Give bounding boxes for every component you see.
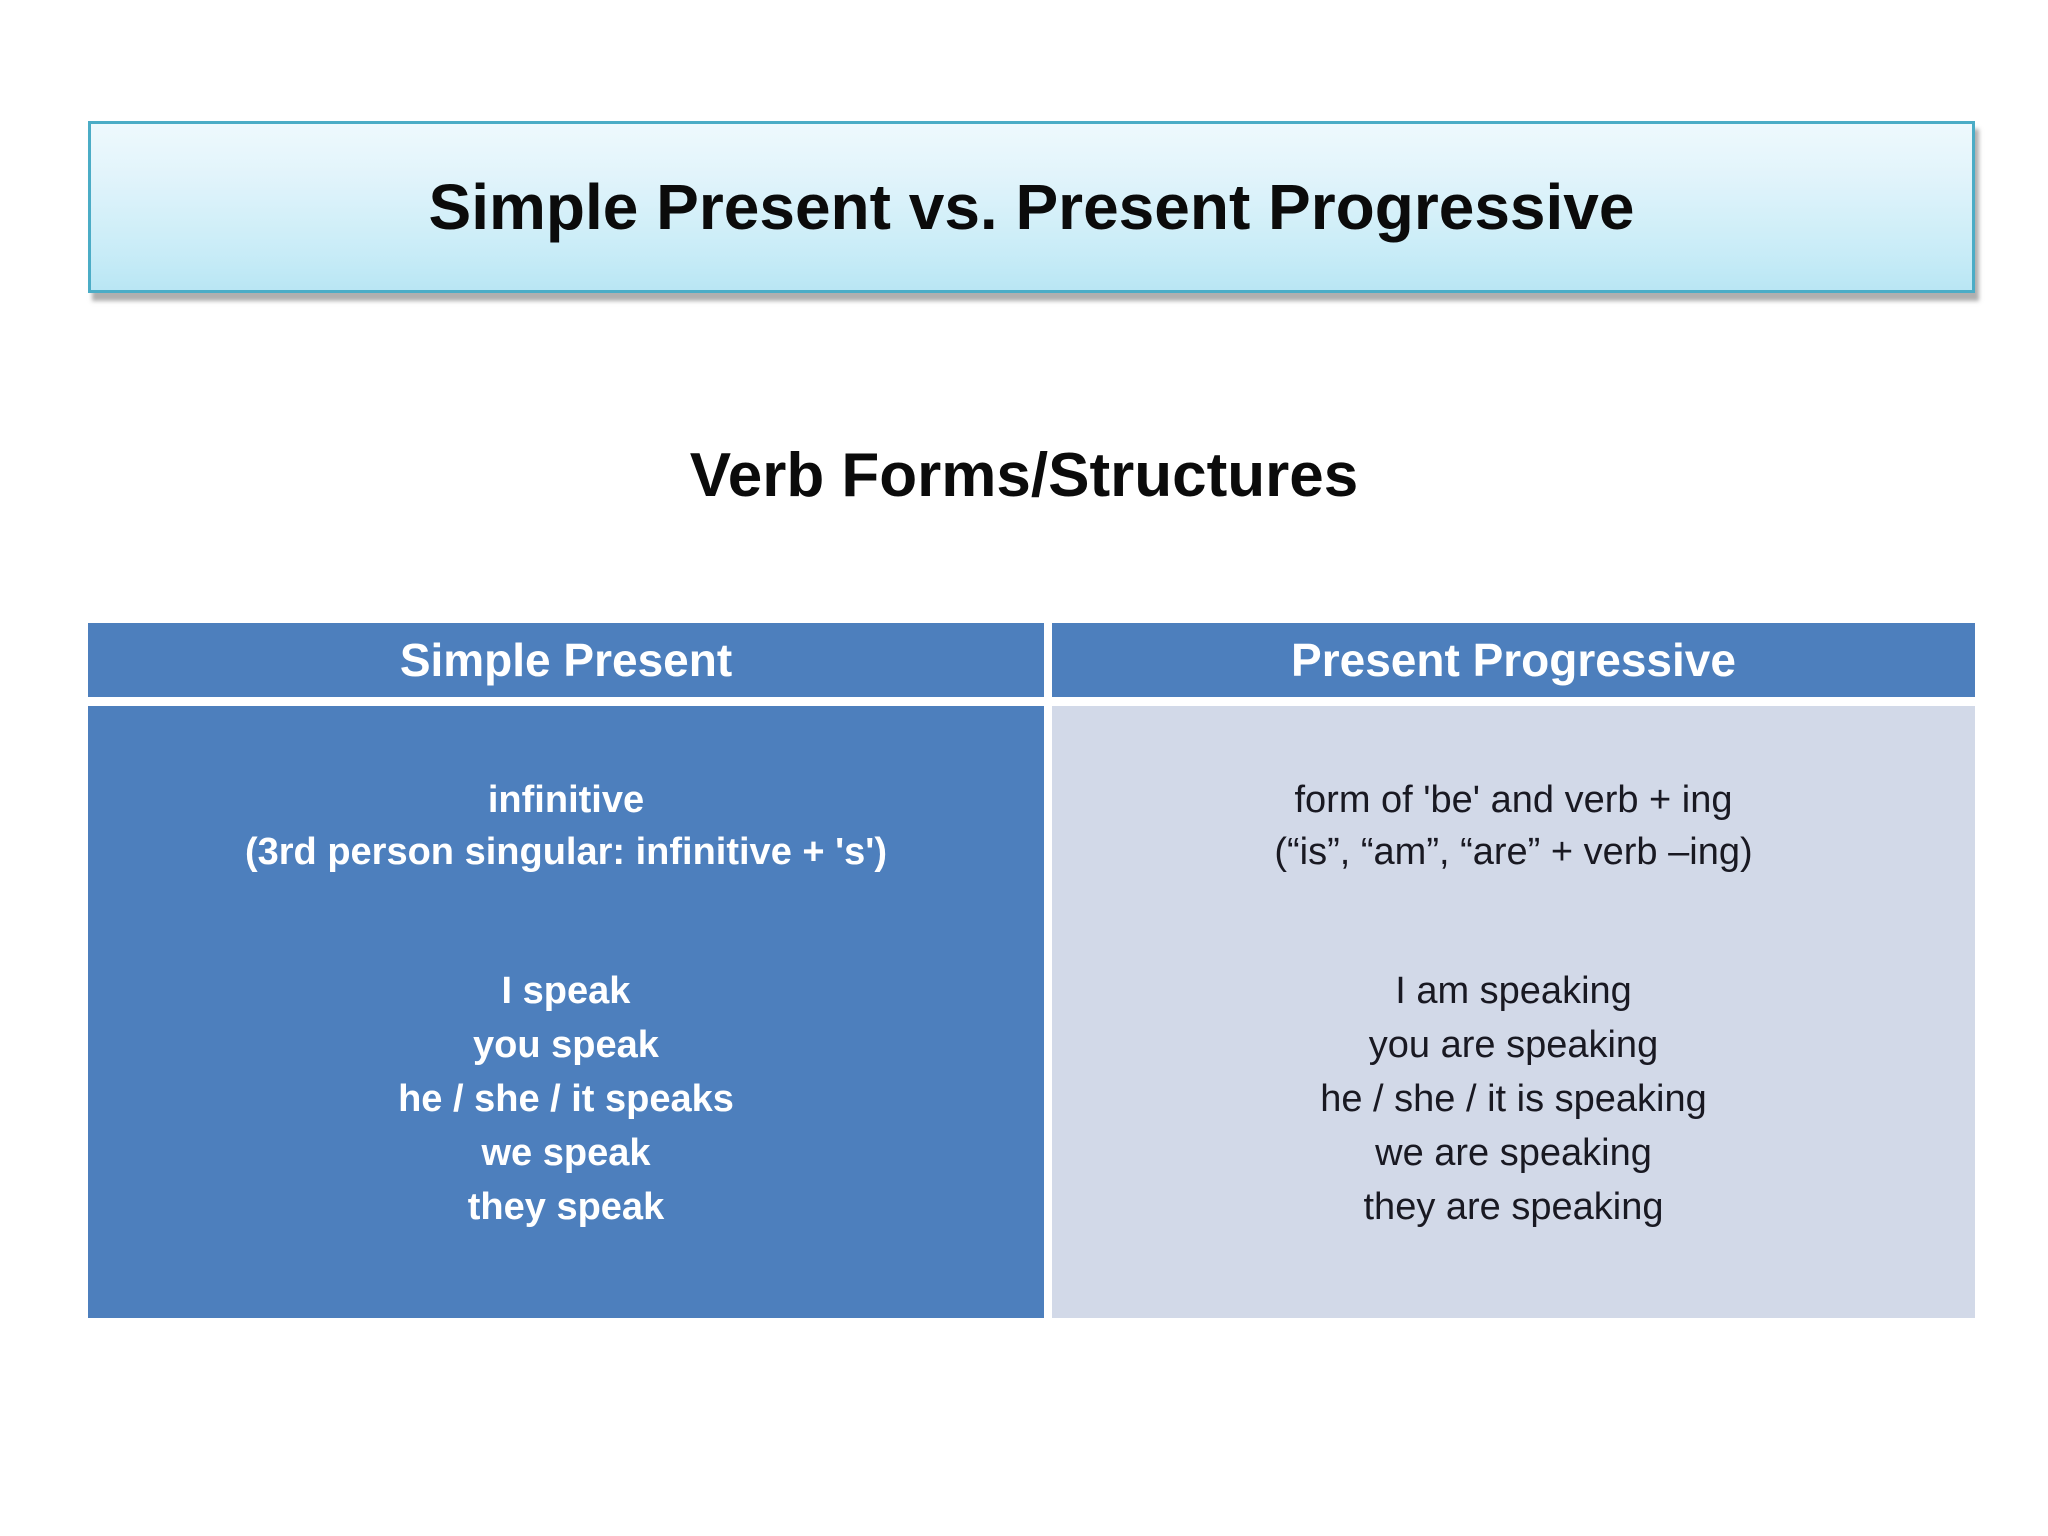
example-line: I am speaking: [1395, 970, 1632, 1012]
slide-subtitle: Verb Forms/Structures: [689, 441, 1359, 510]
simple-present-cell: infinitive (3rd person singular: infinit…: [88, 706, 1044, 1318]
structure-line: (3rd person singular: infinitive + 's'): [244, 831, 887, 873]
comparison-table: Simple Present Present Progressive infin…: [88, 623, 1975, 1318]
present-progressive-cell: form of 'be' and verb + ing (“is”, “am”,…: [1052, 706, 1975, 1318]
example-line: I speak: [501, 970, 631, 1012]
example-line: you speak: [473, 1024, 659, 1066]
example-line: we speak: [481, 1132, 651, 1174]
structure-line: form of 'be' and verb + ing: [1294, 779, 1733, 821]
title-banner: Simple Present vs. Present Progressive: [88, 121, 1975, 293]
present-progressive-examples: I am speaking you are speaking he / she …: [1320, 964, 1707, 1234]
example-line: we are speaking: [1375, 1132, 1652, 1174]
column-header-present-progressive: Present Progressive: [1052, 623, 1975, 697]
slide-title: Simple Present vs. Present Progressive: [428, 171, 1635, 243]
example-line: they speak: [467, 1186, 665, 1228]
simple-present-examples: I speak you speak he / she / it speaks w…: [398, 964, 734, 1234]
simple-present-structure: infinitive (3rd person singular: infinit…: [245, 774, 887, 878]
present-progressive-structure: form of 'be' and verb + ing (“is”, “am”,…: [1274, 774, 1752, 878]
example-line: he / she / it is speaking: [1320, 1078, 1707, 1120]
structure-line: (“is”, “am”, “are” + verb –ing): [1274, 831, 1753, 873]
example-line: he / she / it speaks: [398, 1078, 734, 1120]
example-line: you are speaking: [1368, 1024, 1659, 1066]
structure-line: infinitive: [487, 779, 645, 821]
column-header-simple-present: Simple Present: [88, 623, 1044, 697]
example-line: they are speaking: [1363, 1186, 1664, 1228]
